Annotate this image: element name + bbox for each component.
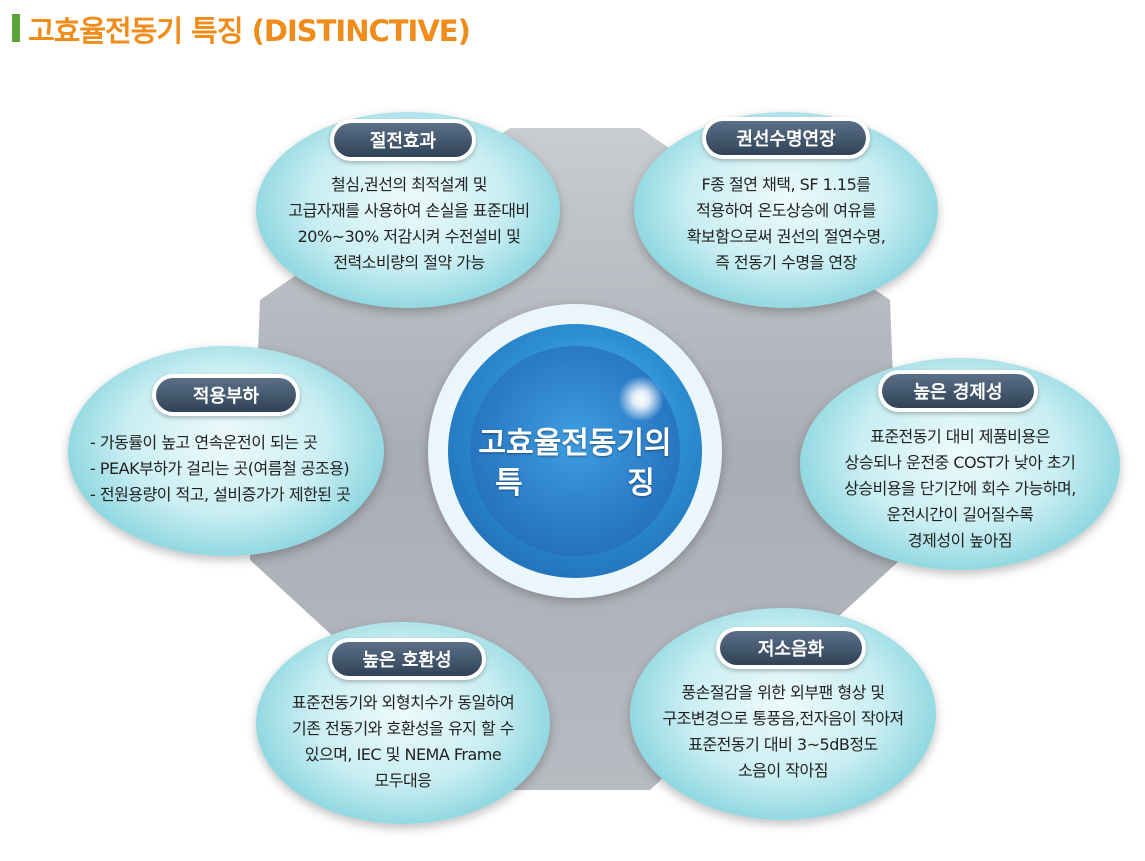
center-title-line1: 고효율전동기의 (478, 426, 672, 461)
desc-line: 고급자재를 사용하여 손실을 표준대비 (288, 201, 530, 220)
title-accent-bar (12, 14, 20, 42)
desc-line: 상승되나 운전중 COST가 낮아 초기 (844, 453, 1076, 472)
desc-line: 20%~30% 저감시켜 수전설비 및 (297, 227, 521, 246)
desc-line: 풍손절감을 위한 외부팬 형상 및 (681, 683, 885, 702)
desc-line: 경제성이 높아짐 (907, 531, 1013, 550)
label-applicable-load: 적용부하 (152, 374, 300, 416)
label-low-noise: 저소음화 (716, 627, 866, 669)
desc-line: F종 절연 채택, SF 1.15를 (701, 175, 871, 194)
label-compatibility: 높은 호환성 (328, 638, 486, 680)
desc-line: 기존 전동기와 호환성을 유지 할 수 (291, 719, 515, 738)
desc-line: 구조변경으로 통풍음,전자음이 작아져 (662, 709, 904, 728)
desc-line: 표준전동기 대비 제품비용은 (870, 427, 1050, 446)
center-title-line2: 특 징 (495, 466, 655, 501)
desc-line: 상승비용을 단기간에 회수 가능하며, (844, 479, 1076, 498)
label-winding-life: 권선수명연장 (702, 117, 870, 159)
desc-line: 전력소비량의 절약 가능 (333, 253, 485, 272)
desc-line: 확보함으로써 권선의 절연수명, (686, 227, 886, 246)
desc-line: 표준전동기와 외형치수가 동일하여 (291, 693, 515, 712)
desc-line: 소음이 작아짐 (738, 761, 828, 780)
desc-line: 철심,권선의 최적설계 및 (331, 175, 487, 194)
page-title: 고효율전동기 특징 (DISTINCTIVE) (28, 14, 471, 48)
center-glint (618, 376, 664, 422)
desc-line: - 가동률이 높고 연속운전이 되는 곳 (90, 433, 318, 452)
desc-line: 있으며, IEC 및 NEMA Frame (304, 745, 502, 764)
desc-compatibility: 표준전동기와 외형치수가 동일하여 기존 전동기와 호환성을 유지 할 수 있으… (262, 690, 544, 794)
desc-line: - 전원용량이 적고, 설비증가가 제한된 곳 (90, 485, 351, 504)
desc-line: 즉 전동기 수명을 연장 (715, 253, 857, 272)
label-economy: 높은 경제성 (878, 370, 1038, 412)
desc-line: 표준전동기 대비 3~5dB정도 (688, 735, 878, 754)
desc-line: 적용하여 온도상승에 여유를 (696, 201, 876, 220)
desc-line: 운전시간이 길어질수록 (886, 505, 1034, 524)
desc-winding-life: F종 절연 채택, SF 1.15를 적용하여 온도상승에 여유를 확보함으로써… (640, 172, 932, 276)
desc-low-noise: 풍손절감을 위한 외부팬 형상 및 구조변경으로 통풍음,전자음이 작아져 표준… (636, 680, 930, 784)
label-power-saving: 절전효과 (330, 119, 476, 161)
desc-applicable-load: - 가동률이 높고 연속운전이 되는 곳 - PEAK부하가 걸리는 곳(여름철… (90, 430, 380, 508)
desc-power-saving: 철심,권선의 최적설계 및 고급자재를 사용하여 손실을 표준대비 20%~30… (262, 172, 556, 276)
desc-line: - PEAK부하가 걸리는 곳(여름철 공조용) (90, 459, 350, 478)
center-title: 고효율전동기의 특 징 (448, 424, 702, 504)
desc-line: 모두대응 (374, 771, 432, 790)
desc-economy: 표준전동기 대비 제품비용은 상승되나 운전중 COST가 낮아 초기 상승비용… (806, 424, 1114, 554)
